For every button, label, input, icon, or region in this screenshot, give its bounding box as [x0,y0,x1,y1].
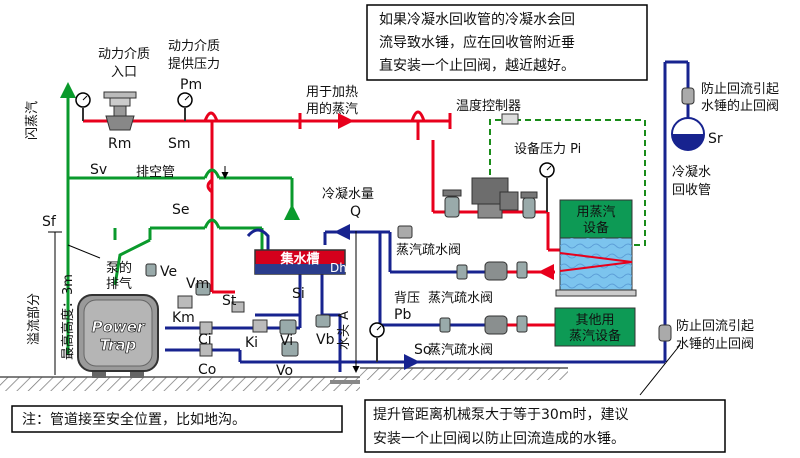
gauge-icon [539,162,555,212]
check-valve-icon [681,87,695,105]
temperature-controller-icon [501,113,519,125]
temp-controller-label: 温度控制器 [456,98,521,114]
control-line [489,119,646,246]
vi-label: Vi [280,333,293,349]
ki-label: Ki [245,335,258,351]
motive-inlet-line1: 动力介质 [98,47,150,62]
vent-lines [66,90,294,355]
vb-label: Vb [316,332,335,348]
valve-icon [520,191,538,219]
back-pressure-label: 背压 [394,291,420,306]
pump-fittings [145,263,331,357]
motive-inlet-line2: 入口 [111,65,137,80]
check-top-line1: 防止回流引起 [701,81,779,97]
trap1-label: 蒸汽疏水阀 [396,243,461,258]
pressure-reducing-valve-icon [103,91,137,131]
motive-pressure-line1: 动力介质 [168,39,220,54]
ground [0,367,568,391]
motive-pressure-line2: 提供压力 [168,56,220,72]
sm-label: Sm [168,136,191,152]
note-leader [639,344,681,396]
note-bottom-right: 提升管距离机械泵大于等于30m时，建议 安装一个止回阀以防止回流造成的水锤。 [364,399,726,453]
se-label: Se [172,202,190,218]
sv-label: Sv [90,162,107,178]
steam-equipment: 用蒸汽 设备 [555,199,637,297]
note-top: 如果冷凝水回收管的冷凝水会回 流导致水锤，应在回收管附近垂 直安装一个止回阀，越… [366,4,648,81]
other-equipment-line2: 蒸汽设备 [569,328,621,344]
gauge-icon [75,92,91,121]
check-bottom-line1: 防止回流引起 [676,318,754,334]
si-label: Si [292,286,305,302]
min-height-label: 最高高度：3m [60,274,76,360]
steam-trap-icon [439,315,528,335]
rm-label: Rm [108,136,131,152]
head-label: 水头 A [337,311,352,350]
heating-steam-line1: 用于加热 [306,85,358,100]
other-equipment-line1: 其他用 [575,313,614,328]
co-label: Co [198,362,216,378]
trap3-label: 蒸汽疏水阀 [428,343,493,358]
check-bottom-line2: 水锤的止回阀 [676,336,754,352]
note-bottom-right-line1: 提升管距离机械泵大于等于30m时，建议 [373,406,628,423]
pump-brand-line2: Trap [100,336,137,354]
labels: 动力介质 入口 动力介质 提供压力 Pm Rm Sm 用于加热 用的蒸汽 温度控… [25,39,779,379]
heating-steam-line2: 用的蒸汽 [306,101,358,117]
st-label: St [222,293,237,309]
pump-brand-line1: Power [92,318,146,336]
receiver-dh-label: Dh [330,261,347,275]
sr-label: Sr [708,131,723,147]
pump-vent-line2: 排气 [106,276,132,292]
vo-label: Vo [276,363,293,379]
note-bottom-left-text: 注：管道接至安全位置，比如地沟。 [22,411,246,428]
equip-pressure-label: 设备压力 Pi [514,141,581,157]
check-top-line2: 水锤的止回阀 [701,98,779,114]
note-top-line3: 直安装一个止回阀，越近越好。 [379,57,575,74]
receiver-tank: 集水槽 Dh [254,249,347,275]
vm-label: Vm [186,276,209,292]
vent-pipe-label: 排空管 [136,165,175,180]
steam-trap-icon [397,225,528,281]
km-label: Km [172,310,195,326]
pb-label: Pb [394,307,411,323]
steam-equipment-line2: 设备 [583,220,609,236]
note-top-line1: 如果冷凝水回收管的冷凝水会回 [379,12,575,28]
return-tank-line1: 冷凝水 [672,164,711,180]
gauge-icon [177,92,193,121]
note-bottom-right-line2: 安装一个止回阀以防止回流造成的水锤。 [373,431,625,447]
other-equipment: 其他用 蒸汽设备 [554,307,636,347]
flash-steam-label: 闪蒸汽 [25,101,40,140]
q-label: Q [350,204,361,220]
receiver-label: 集水槽 [279,251,319,267]
valve-icon [442,189,462,218]
note-top-line2: 流导致水锤，应在回收管附近垂 [379,34,575,51]
control-valve-icon [471,177,519,219]
pm-label: Pm [180,77,202,93]
cond-qty-label: 冷凝水量 [322,186,374,202]
condensate-return-tank [671,117,705,151]
trap2-label: 蒸汽疏水阀 [428,291,493,306]
return-tank-line2: 回收管 [672,183,711,198]
note-bottom-left: 注：管道接至安全位置，比如地沟。 [11,405,343,433]
overflow-label: 溢流部分 [27,293,42,345]
check-valve-icon [658,324,672,342]
ve-label: Ve [160,264,177,280]
se-leader [67,244,101,259]
gauge-icon [369,322,385,362]
ci-label: Ci [198,332,212,348]
so-label: So [414,342,431,358]
steam-equipment-line1: 用蒸汽 [576,205,615,220]
condensate-lines [165,60,690,372]
pump-vent-line1: 泵的 [106,260,132,276]
power-trap-pump: Power Trap [77,294,159,378]
sf-label: Sf [42,214,57,230]
